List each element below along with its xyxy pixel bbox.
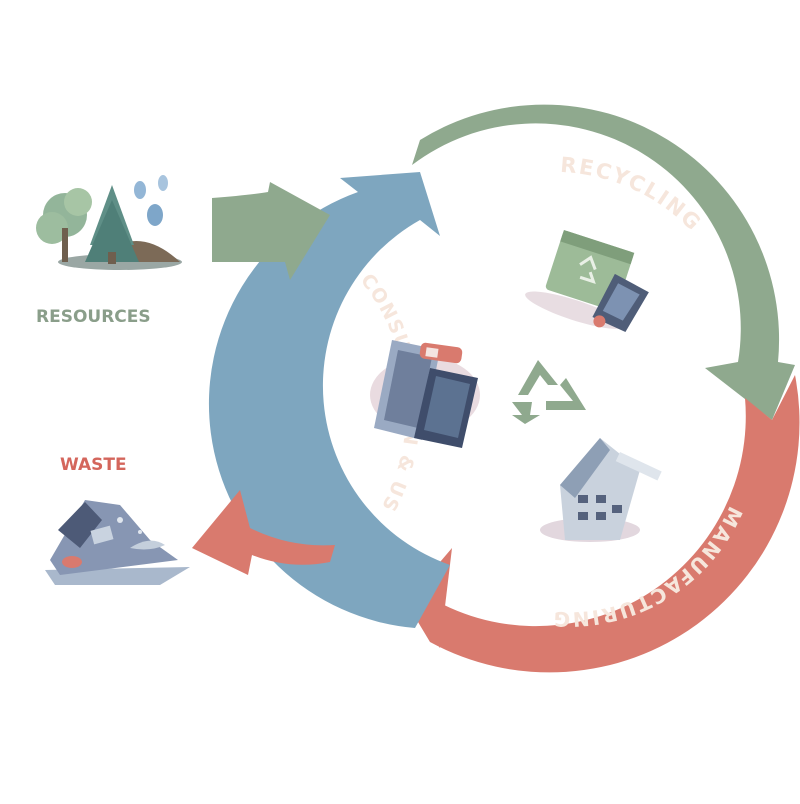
consumption-arc [208,172,450,628]
recycling-bin-icon [525,229,649,332]
manufacturing-arc [412,375,800,673]
recycle-symbol-icon [512,360,586,424]
resources-arrow [212,182,330,280]
waste-label: WASTE [60,455,127,475]
trash-pile-icon [45,500,190,585]
resources-label: RESOURCES [36,307,151,327]
trees-and-water-drops-icon [36,175,182,270]
devices-icon [370,340,480,448]
waste-arrow [192,490,335,575]
recycling-arc [412,104,795,421]
factory-icon [540,438,662,542]
